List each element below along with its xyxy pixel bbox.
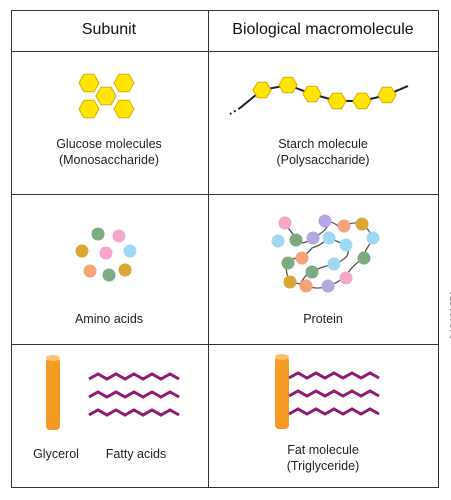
header-subunit: Subunit <box>81 21 137 38</box>
fat-fatty-acid-chain <box>288 407 380 416</box>
protein-bead <box>306 231 320 245</box>
comparison-table <box>11 10 439 488</box>
glucose-molecules <box>78 73 135 119</box>
row-divider-1 <box>12 194 438 195</box>
amino-acid-bead <box>112 229 126 243</box>
protein-bead <box>366 231 380 245</box>
starch-hexagon <box>377 86 397 104</box>
caption-amino-acids: Amino acids <box>74 312 144 326</box>
protein-bead <box>321 279 335 293</box>
protein-bead <box>355 217 369 231</box>
glucose-hexagon <box>78 99 100 119</box>
glycerol-molecule <box>46 355 60 430</box>
caption-starch: Starch molecule (Polysaccharide) <box>276 137 370 167</box>
amino-acid-bead <box>91 227 105 241</box>
amino-acid-bead <box>102 268 116 282</box>
glucose-hexagon <box>95 86 117 106</box>
fat-fatty-acid-chain <box>288 389 380 398</box>
fat-molecule <box>275 354 289 429</box>
starch-hexagon <box>327 92 347 110</box>
protein-bead <box>337 219 351 233</box>
amino-acid-bead <box>118 263 132 277</box>
protein-bead <box>318 214 332 228</box>
protein-bead <box>283 275 297 289</box>
protein-bead <box>327 257 341 271</box>
starch-glucose-units <box>252 76 397 110</box>
amino-acid-bead <box>83 264 97 278</box>
row-divider-2 <box>12 344 438 345</box>
caption-protein: Protein <box>303 312 343 326</box>
glucose-hexagon <box>78 73 100 93</box>
protein-bead <box>305 265 319 279</box>
caption-glucose: Glucose molecules (Monosaccharide) <box>56 137 162 167</box>
header-macromolecule: Biological macromolecule <box>232 21 414 38</box>
protein-bead <box>281 256 295 270</box>
protein-bead <box>339 238 353 252</box>
protein-bead <box>289 233 303 247</box>
protein-amino-beads <box>271 214 380 293</box>
fatty-acid-chain <box>88 372 180 381</box>
protein-bead <box>271 234 285 248</box>
protein-bead <box>322 231 336 245</box>
protein-bead <box>278 216 292 230</box>
fatty-acid-chains <box>88 372 180 417</box>
amino-acid-bead <box>99 246 113 260</box>
fatty-acid-chain <box>88 390 180 399</box>
row-divider-header <box>12 51 438 52</box>
caption-fat-molecule: Fat molecule (Triglyceride) <box>286 443 360 473</box>
fat-fatty-acid-chains <box>288 371 380 416</box>
starch-hexagon <box>352 92 372 110</box>
glucose-hexagon <box>113 73 135 93</box>
protein-bead <box>295 251 309 265</box>
protein-bead <box>357 251 371 265</box>
column-divider <box>208 11 209 487</box>
amino-acid-bead <box>123 244 137 258</box>
amino-acid-bead <box>75 244 89 258</box>
starch-hexagon <box>302 85 322 103</box>
fat-fatty-acid-chain <box>288 371 380 380</box>
starch-hexagon <box>278 76 298 94</box>
amino-acid-beads <box>75 227 137 282</box>
starch-hexagon <box>252 81 272 99</box>
protein-bead <box>339 271 353 285</box>
fatty-acid-chain <box>88 408 180 417</box>
protein-bead <box>299 279 313 293</box>
glucose-hexagon <box>113 99 135 119</box>
caption-fatty-acids: Fatty acids <box>105 447 167 461</box>
caption-glycerol: Glycerol <box>33 447 79 461</box>
